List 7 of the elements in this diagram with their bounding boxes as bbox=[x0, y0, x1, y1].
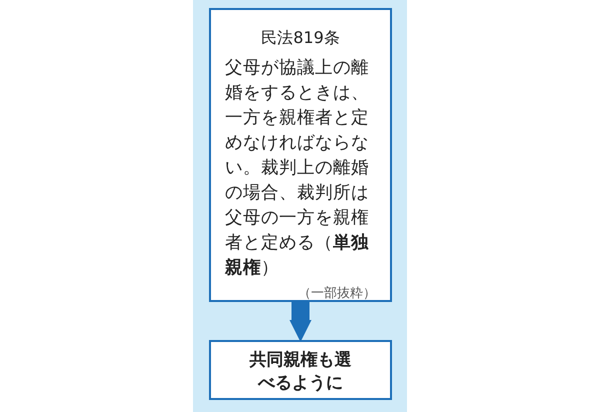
box-text: 共同親権も選べるように bbox=[248, 349, 352, 395]
note-text: （一部抜粋） bbox=[298, 285, 376, 302]
body-text: 父母が協議上の離婚をするときは、一方を親権者と定めなければならない。裁判上の離婚の場合、裁判所は父母の一方を親権者と定める（単独親権） bbox=[225, 57, 370, 280]
text-box bbox=[209, 8, 392, 302]
heading-text: 民法819条 bbox=[260, 28, 341, 49]
text-box bbox=[209, 340, 392, 400]
arrow bbox=[290, 302, 312, 342]
